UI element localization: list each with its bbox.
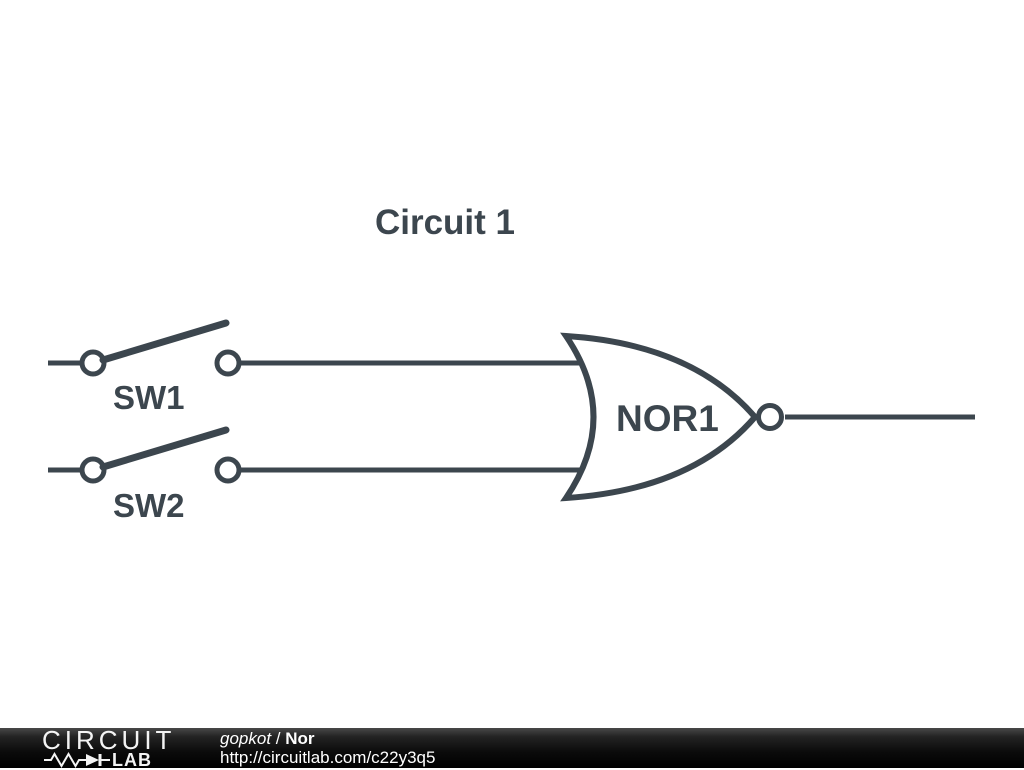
schematic-canvas: Circuit 1 SW1 SW2 NOR1 (48, 203, 975, 524)
sw1-label: SW1 (113, 379, 185, 416)
circuitlab-logo-bottom-row: LAB (44, 751, 198, 769)
circuitlab-logo: CIRCUIT LAB (42, 727, 198, 769)
circuit-name: Nor (285, 729, 315, 748)
sw2-left-terminal (79, 456, 107, 484)
sw1-left-terminal (79, 349, 107, 377)
circuitlab-logo-wordmark-bottom: LAB (112, 750, 152, 770)
author-separator: / (271, 729, 286, 748)
switch-sw2[interactable]: SW2 (48, 426, 242, 524)
circuit-url: http://circuitlab.com/c22y3q5 (220, 748, 436, 767)
sw1-lever (99, 319, 230, 364)
nor1-inversion-bubble (756, 403, 784, 431)
footer-bar: CIRCUIT LAB gopkot / Nor http://circuitl… (0, 727, 1024, 769)
sw1-right-terminal (214, 349, 242, 377)
circuit-title: Circuit 1 (375, 203, 515, 242)
resistor-diode-icon (44, 752, 110, 768)
resistor-icon (44, 752, 86, 768)
footer-author-line: gopkot / Nor (220, 729, 435, 748)
diode-icon (86, 754, 99, 766)
nor-gate-nor1[interactable]: NOR1 (560, 332, 784, 502)
sw2-label: SW2 (113, 487, 185, 524)
footer-meta: gopkot / Nor http://circuitlab.com/c22y3… (220, 729, 435, 767)
circuitlab-logo-wordmark-top: CIRCUIT (42, 725, 176, 755)
schematic-svg: Circuit 1 SW1 SW2 NOR1 (48, 203, 975, 524)
sw2-right-terminal (214, 456, 242, 484)
nor1-body (560, 332, 759, 502)
nor1-label: NOR1 (616, 398, 719, 439)
sw2-lever (99, 426, 230, 471)
switch-sw1[interactable]: SW1 (48, 319, 242, 416)
author-name: gopkot (220, 729, 272, 748)
